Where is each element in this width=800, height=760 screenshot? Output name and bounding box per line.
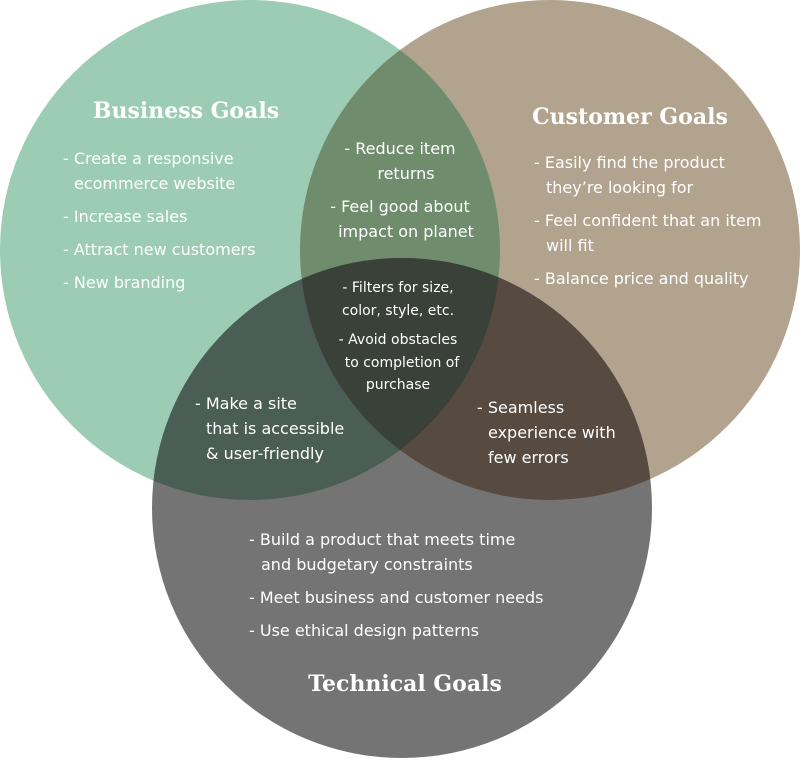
bc-item-2-line-2: impact on planet bbox=[338, 222, 474, 241]
center-item-1-line-2: color, style, etc. bbox=[342, 303, 454, 319]
customer-goals-title: Customer Goals bbox=[532, 104, 728, 130]
business-item-1-line-2: ecommerce website bbox=[74, 174, 235, 193]
business-item-2: - Increase sales bbox=[63, 207, 187, 226]
customer-item-1-line-2: they’re looking for bbox=[546, 178, 694, 197]
business-item-1-line-1: - Create a responsive bbox=[63, 149, 234, 168]
technical-goals-title: Technical Goals bbox=[308, 671, 502, 697]
technical-item-1-line-1: - Build a product that meets time bbox=[249, 530, 515, 549]
business-item-3: - Attract new customers bbox=[63, 240, 255, 259]
technical-item-3: - Use ethical design patterns bbox=[249, 621, 479, 640]
business-item-4: - New branding bbox=[63, 273, 185, 292]
technical-item-2: - Meet business and customer needs bbox=[249, 588, 543, 607]
technical-item-1-line-2: and budgetary constraints bbox=[261, 555, 473, 574]
customer-item-2-line-1: - Feel confident that an item bbox=[534, 211, 761, 230]
customer-item-2-line-2: will fit bbox=[546, 236, 594, 255]
ct-item-1-line-1: - Seamless bbox=[477, 398, 564, 417]
bc-item-1-line-2: returns bbox=[377, 164, 434, 183]
customer-item-3: - Balance price and quality bbox=[534, 269, 749, 288]
bc-item-1-line-1: - Reduce item bbox=[344, 139, 455, 158]
customer-item-1-line-1: - Easily find the product bbox=[534, 153, 725, 172]
business-goals-title: Business Goals bbox=[93, 98, 279, 124]
center-item-1-line-1: - Filters for size, bbox=[342, 280, 453, 296]
center-item-2-line-2: to completion of bbox=[345, 355, 461, 371]
bt-item-1-line-2: that is accessible bbox=[206, 419, 344, 438]
customer-technical-overlap bbox=[300, 258, 652, 500]
center-item-2-line-1: - Avoid obstacles bbox=[339, 332, 458, 348]
bt-item-1-line-1: - Make a site bbox=[195, 394, 297, 413]
center-item-2-line-3: purchase bbox=[366, 377, 430, 393]
business-technical-overlap bbox=[152, 258, 500, 500]
bt-item-1-line-3: & user-friendly bbox=[206, 444, 324, 463]
ct-item-1-line-3: few errors bbox=[488, 448, 569, 467]
bc-item-2-line-1: - Feel good about bbox=[330, 197, 470, 216]
ct-item-1-line-2: experience with bbox=[488, 423, 616, 442]
